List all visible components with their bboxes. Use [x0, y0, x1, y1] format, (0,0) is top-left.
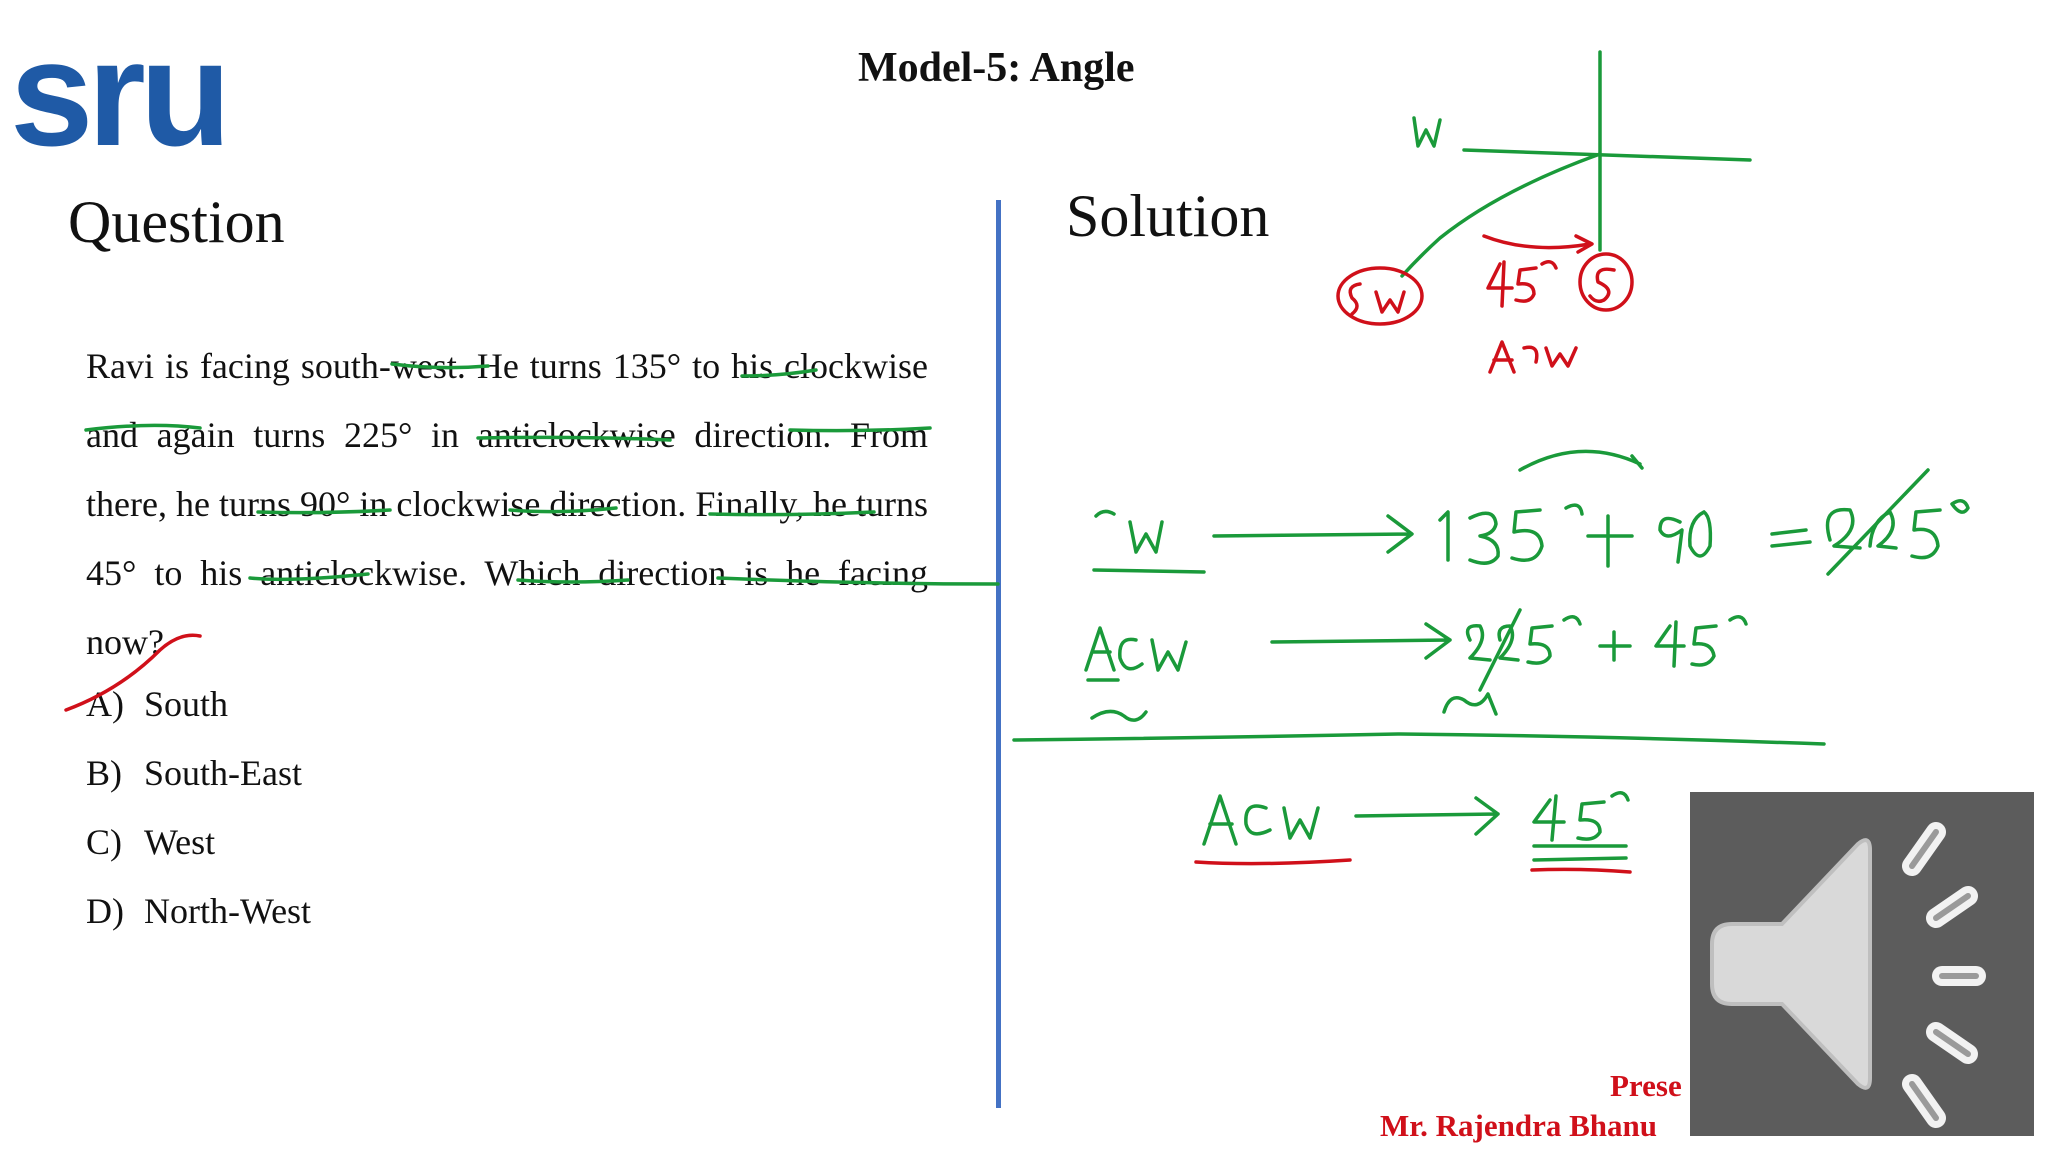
- option-a: A) South: [86, 684, 228, 724]
- speaker-icon: [1710, 822, 1986, 1128]
- option-letter: C): [86, 822, 122, 862]
- solution-heading: Solution: [1066, 183, 1270, 249]
- column-divider: [996, 200, 1001, 1108]
- question-text: Ravi is facing south-west. He turns 135°…: [86, 346, 928, 662]
- option-text: North-West: [144, 891, 312, 931]
- question-heading: Question: [68, 189, 285, 255]
- option-b: B) South-East: [86, 753, 302, 793]
- presenter-label: Prese: [1610, 1068, 1682, 1103]
- option-text: West: [144, 822, 216, 862]
- option-d: D) North-West: [86, 891, 311, 931]
- slide-title: Model-5: Angle: [858, 45, 1135, 91]
- option-text: South: [144, 684, 229, 724]
- option-letter: B): [86, 753, 122, 793]
- audio-speaker-button[interactable]: [1690, 792, 2034, 1136]
- option-c: C) West: [86, 822, 215, 862]
- option-letter: A): [86, 684, 124, 724]
- presenter-name: Mr. Rajendra Bhanu: [1380, 1108, 1658, 1143]
- option-text: South-East: [144, 753, 302, 793]
- sru-logo: sru: [10, 9, 231, 177]
- option-letter: D): [86, 891, 124, 931]
